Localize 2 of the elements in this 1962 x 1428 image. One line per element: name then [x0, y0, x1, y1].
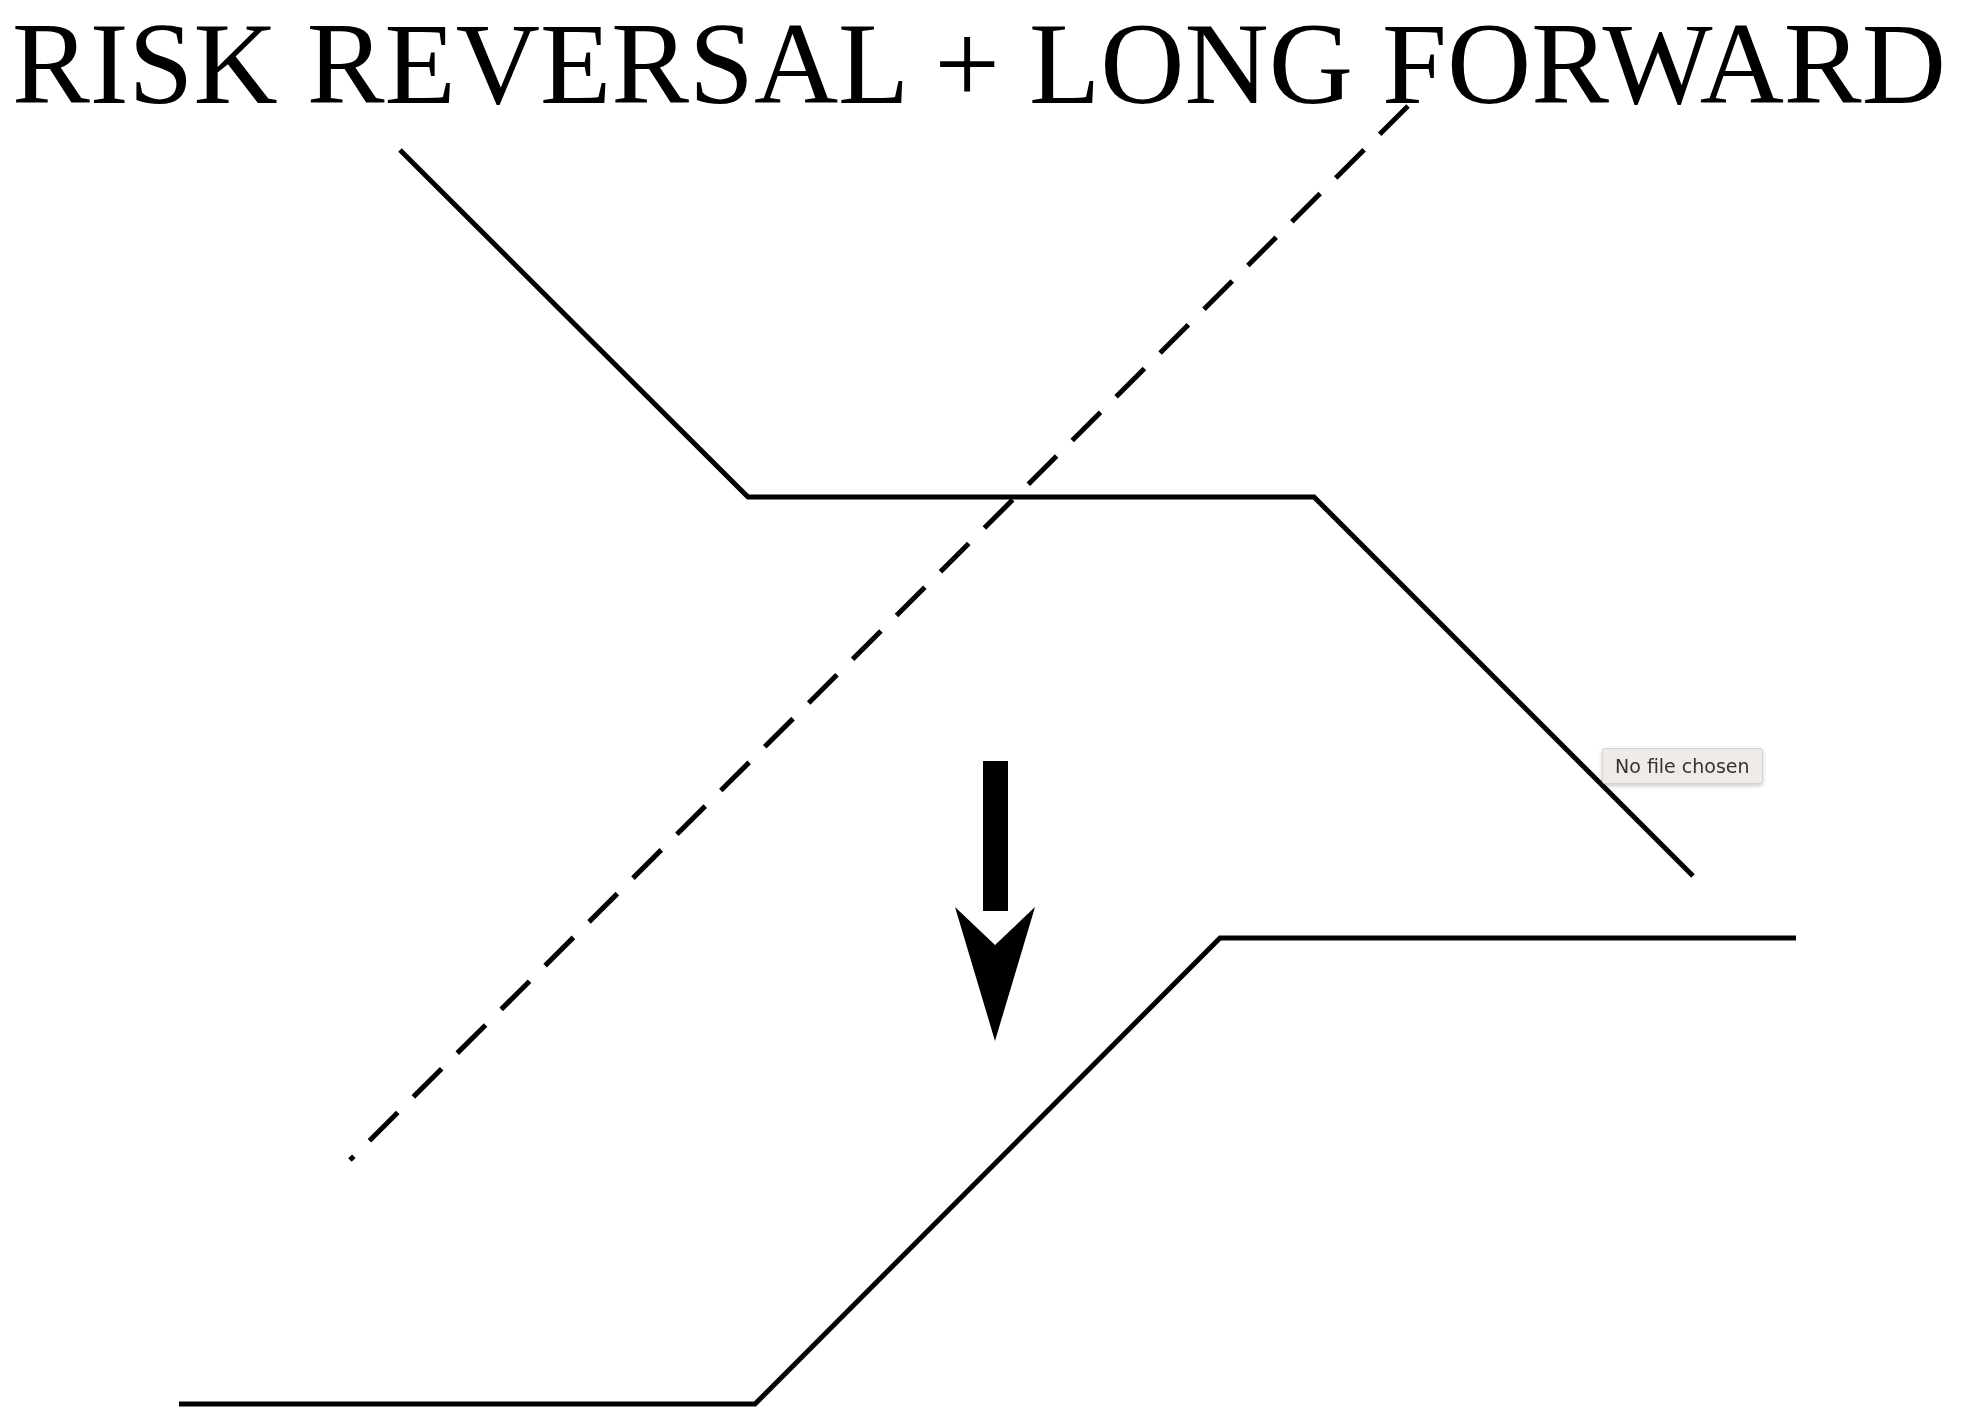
tooltip: No file chosen: [1602, 748, 1763, 784]
title: RISK REVERSAL + LONG FORWARD: [12, 0, 1946, 129]
